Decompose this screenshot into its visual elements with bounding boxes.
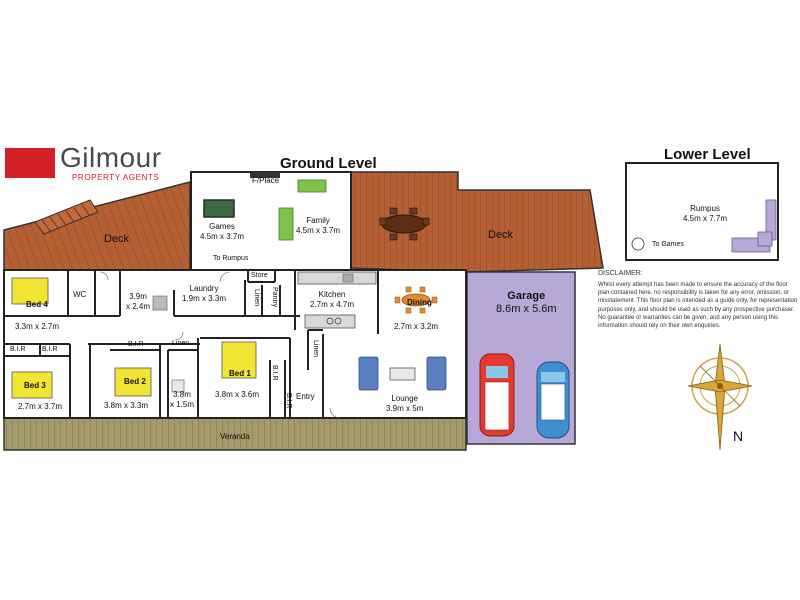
bath-line1: 3.8m (173, 390, 191, 399)
bed3-name: Bed 3 (24, 381, 46, 390)
pantry-label: Pantry (271, 287, 278, 308)
bath-line2: x 1.5m (170, 400, 195, 409)
ground-level-title: Ground Level (280, 155, 377, 172)
bed4-size: 3.3m x 2.7m (15, 322, 60, 331)
brand-tagline: PROPERTY AGENTS (72, 173, 160, 182)
store-label: Store (251, 272, 268, 279)
family-room: Family 4.5m x 3.7m (296, 216, 340, 236)
compass-icon (687, 343, 753, 451)
disclaimer-body: Whilst every attempt has been made to en… (598, 282, 798, 330)
dining-size: 2.7m x 3.2m (394, 322, 439, 331)
bir-bed1a-label: B.I.R (271, 365, 278, 381)
bed2-shape (114, 367, 152, 397)
bath-room: 3.8m x 1.5m (170, 390, 194, 410)
deck-left-label: Deck (104, 233, 130, 245)
logo-mark (5, 148, 55, 178)
wc-label: WC (73, 290, 87, 299)
laundry-size: 1.9m x 3.3m (182, 294, 227, 303)
veranda-label: Veranda (220, 432, 250, 441)
entry-label: Entry (296, 392, 315, 401)
deck-right-label: Deck (488, 229, 514, 241)
bed2-size: 3.8m x 3.3m (104, 401, 149, 410)
bed4-name: Bed 4 (26, 300, 48, 309)
rumpus-name: Rumpus (690, 204, 720, 213)
laundry-room: Laundry 1.9m x 3.3m (182, 284, 226, 304)
disclaimer-title: DISCLAIMER: (598, 270, 643, 277)
games-size: 4.5m x 3.7m (200, 232, 245, 241)
small-room: 3.9m x 2.4m (126, 292, 150, 312)
bir-left1-label: B.I.R (10, 346, 26, 353)
stairs-shape (34, 199, 99, 235)
to-games-label: To Games (652, 241, 684, 248)
garage-name: Garage (507, 290, 546, 302)
north-label: N (733, 428, 744, 444)
family-size: 4.5m x 3.7m (296, 226, 341, 235)
linen-entry-label: Linen (312, 340, 319, 358)
deck-left-shape (3, 181, 191, 271)
rumpus-room: Rumpus 4.5m x 7.7m (683, 204, 727, 224)
kitchen-size: 2.7m x 4.7m (310, 300, 355, 309)
to-rumpus-label: To Rumpus (213, 255, 249, 262)
bed2-name: Bed 2 (124, 377, 146, 386)
lounge-name: Lounge (391, 394, 419, 403)
linen-hall-label: Linen (172, 340, 190, 347)
bir-bed2-label: B.I.R (128, 341, 144, 348)
bed3-size: 2.7m x 3.7m (18, 402, 63, 411)
garage-room: Garage 8.6m x 5.6m (496, 290, 557, 316)
dining-name: Dining (407, 298, 432, 307)
laundry-name: Laundry (189, 284, 219, 293)
lounge-room: Lounge 3.9m x 5m (386, 394, 423, 414)
veranda-shape (3, 417, 467, 451)
games-room: Games 4.5m x 3.7m (200, 222, 244, 242)
garage-size: 8.6m x 5.6m (496, 303, 557, 315)
car-blue (536, 361, 570, 439)
small-room-line1: 3.9m (129, 292, 147, 301)
lounge-size: 3.9m x 5m (386, 404, 424, 413)
rumpus-size: 4.5m x 7.7m (683, 214, 728, 223)
lower-level-title: Lower Level (664, 146, 751, 163)
small-room-line2: x 2.4m (126, 302, 151, 311)
car-red (479, 353, 515, 437)
bed3-shape (11, 371, 53, 399)
bir-bed1b-label: B.I.R (285, 393, 292, 409)
games-name: Games (209, 222, 235, 231)
bed1-size: 3.8m x 3.6m (215, 390, 260, 399)
bir-left2-label: B.I.R (42, 346, 58, 353)
deck-right-shape (349, 171, 604, 273)
family-name: Family (306, 216, 330, 225)
linen-laundry-label: Linen (253, 289, 260, 307)
bed1-shape (221, 341, 257, 379)
bed4-shape (11, 277, 49, 305)
fplace-label: F/Place (252, 176, 280, 185)
kitchen-name: Kitchen (318, 290, 346, 299)
bed1-name: Bed 1 (229, 369, 251, 378)
kitchen-room: Kitchen 2.7m x 4.7m (310, 290, 354, 310)
brand-name: Gilmour (60, 142, 162, 173)
